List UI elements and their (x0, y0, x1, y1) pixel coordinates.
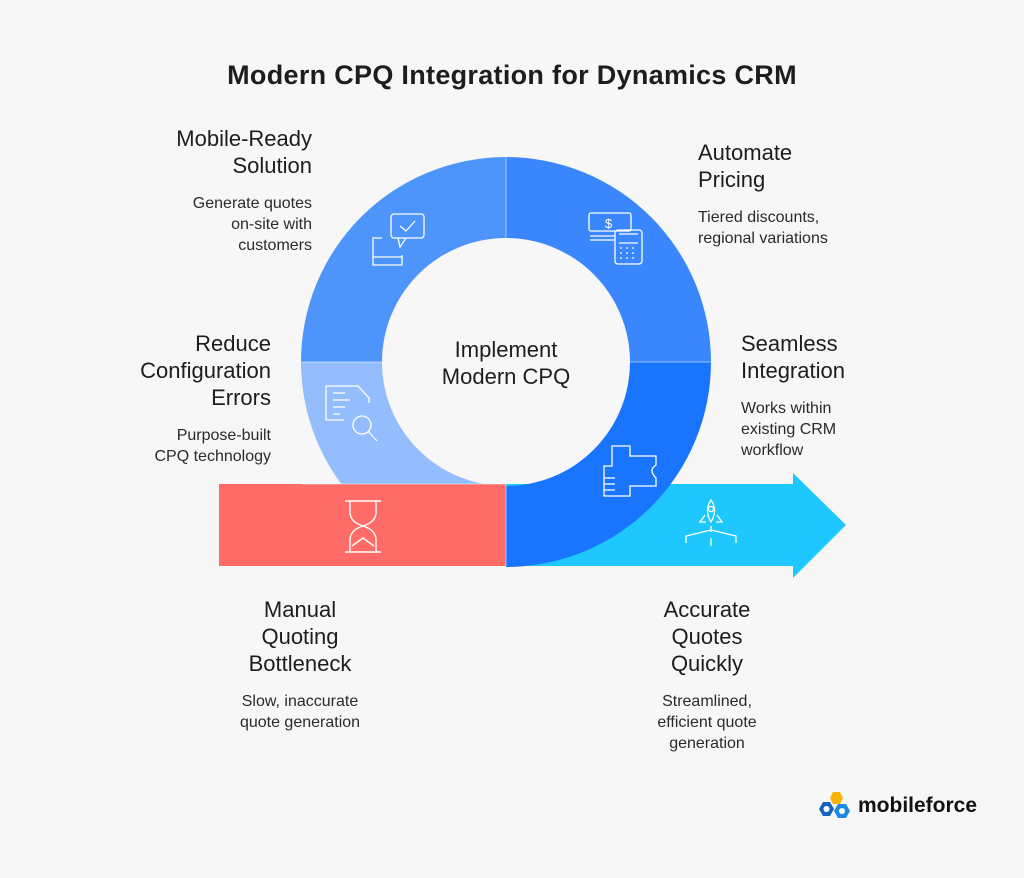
hourglass-icon (345, 500, 381, 553)
stage-title: Quickly (670, 651, 744, 676)
money-calculator-icon: $ (588, 212, 643, 265)
logo-text: mobileforce (858, 794, 978, 817)
segment-pricing (506, 157, 711, 362)
page-title: Modern CPQ Integration for Dynamics CRM (227, 60, 797, 90)
stage-title: Seamless (741, 331, 838, 356)
bottleneck-bar (219, 484, 506, 566)
stage-desc: Purpose-built (176, 427, 271, 444)
rocket-icon (685, 498, 737, 546)
stage-desc: Generate quotes (192, 195, 312, 212)
stage-desc: Slow, inaccurate (241, 693, 359, 710)
segment-errors (301, 362, 485, 484)
stage-title: Automate (698, 140, 793, 165)
stage-desc: customers (238, 237, 312, 254)
stage-title: Manual (263, 597, 337, 622)
svg-text:$: $ (605, 216, 613, 231)
segment-mobile (301, 157, 506, 362)
stage-desc: Works within (741, 400, 832, 417)
stage-title: Reduce (195, 331, 271, 356)
stage-title: Quoting (261, 624, 339, 649)
stage-desc: workflow (741, 442, 804, 459)
stage-title: Solution (232, 153, 312, 178)
stage-desc: on-site with (231, 216, 312, 233)
stage-title: Configuration (140, 358, 271, 383)
stage-desc: generation (669, 735, 745, 752)
stage-desc: Tiered discounts, (698, 209, 820, 226)
stage-title: Accurate (663, 597, 751, 622)
stage-title: Pricing (698, 167, 766, 192)
stage-desc: regional variations (698, 230, 828, 247)
stage-desc: efficient quote (657, 714, 757, 731)
puzzle-icon (603, 445, 657, 497)
stage-desc: CPQ technology (154, 448, 271, 465)
document-search-icon (325, 385, 378, 442)
stage-title: Errors (211, 385, 271, 410)
center-label-line-2: Modern CPQ (441, 364, 571, 389)
segment-integration (506, 362, 711, 567)
center-label-line-1: Implement (454, 337, 558, 362)
stage-title: Integration (741, 358, 845, 383)
stage-title: Mobile-Ready (176, 126, 312, 151)
stage-title: Bottleneck (248, 651, 352, 676)
stage-desc: Streamlined, (662, 693, 752, 710)
mobile-chat-check-icon (372, 213, 425, 266)
stage-desc: existing CRM (741, 421, 837, 438)
center-label: Implement Modern CPQ (406, 336, 606, 390)
stage-desc: quote generation (239, 714, 361, 731)
mobileforce-logo: mobileforce (818, 790, 977, 822)
stage-title: Quotes (671, 624, 743, 649)
logo-mark-icon (819, 792, 850, 818)
